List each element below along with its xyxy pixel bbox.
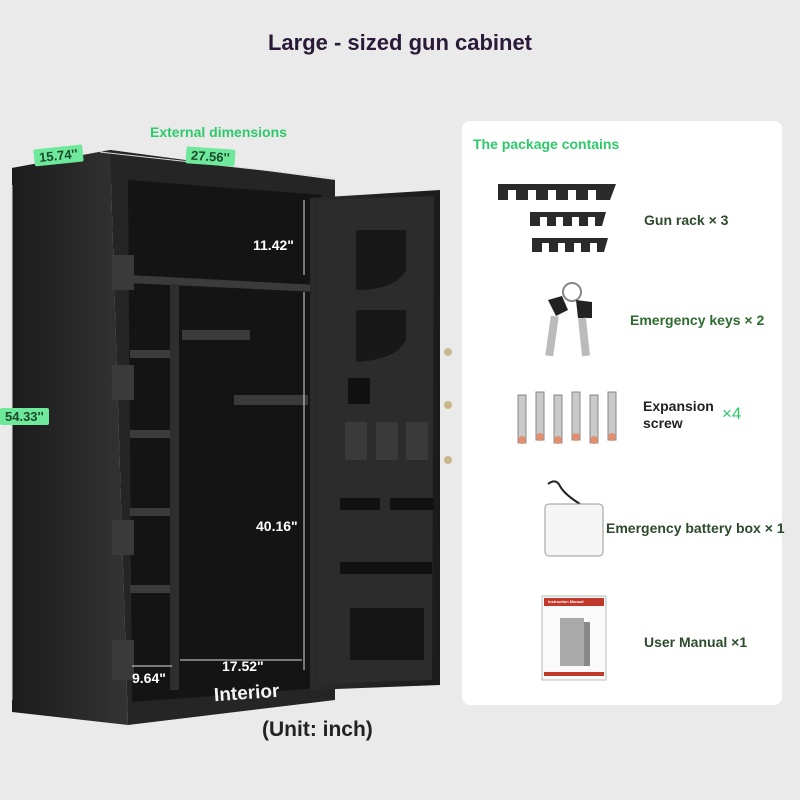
package-title: The package contains — [473, 136, 620, 152]
expansion-screw-label: Expansion screw — [643, 398, 714, 431]
width-dimension-tag: 27.56'' — [185, 146, 236, 167]
manual-cover-title: Instruction Manual — [548, 599, 584, 604]
external-dimensions-label: External dimensions — [150, 124, 287, 140]
user-manual-label: User Manual ×1 — [644, 634, 748, 650]
unit-note: (Unit: inch) — [262, 718, 373, 741]
interior-label: Interior — [213, 680, 281, 707]
emergency-keys-label: Emergency keys × 2 — [630, 312, 765, 328]
height-dimension-tag: 54.33'' — [0, 408, 49, 425]
package-panel — [462, 121, 782, 705]
gun-rack-label: Gun rack × 3 — [644, 212, 729, 228]
battery-box-label: Emergency battery box × 1 — [606, 520, 785, 536]
cabinet-interior — [128, 180, 322, 702]
top-shelf-dimension: 11.42" — [253, 237, 294, 253]
main-height-dimension: 40.16" — [256, 518, 298, 534]
side-width-dimension: 9.64" — [132, 670, 166, 686]
expansion-screw-quantity: ×4 — [722, 404, 742, 423]
page-title: Large - sized gun cabinet — [267, 30, 533, 55]
main-width-dimension: 17.52" — [222, 658, 264, 674]
